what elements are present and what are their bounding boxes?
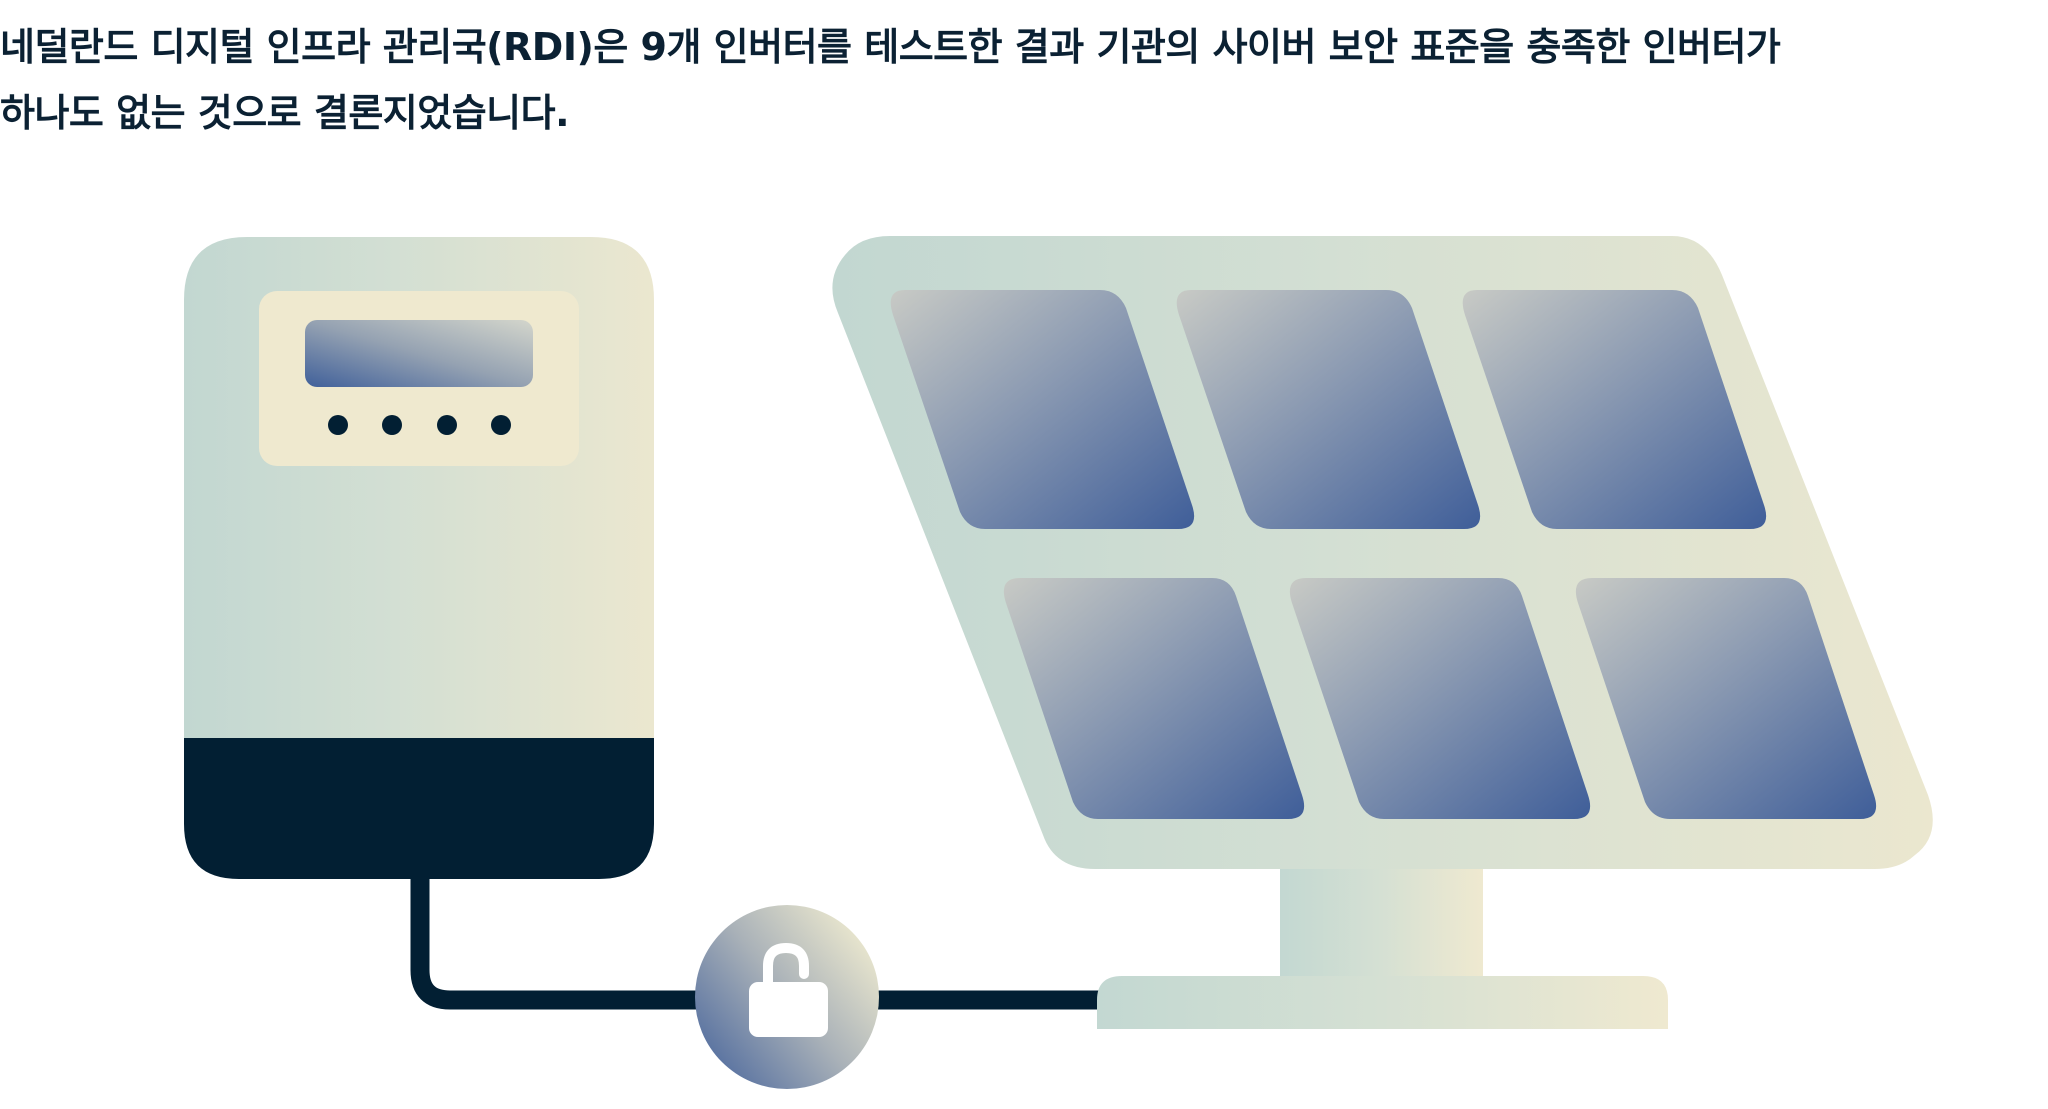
indicator-dot-icon: [328, 415, 348, 435]
unlocked-padlock-icon: [749, 942, 828, 1037]
inverter-base-band: [184, 738, 654, 879]
solar-panel-stand: [1280, 860, 1483, 980]
solar-panel: [832, 236, 1933, 1029]
solar-cell: [1176, 290, 1481, 529]
cable: [410, 879, 1110, 1010]
headline-line-2: 하나도 없는 것으로 결론지었습니다.: [0, 91, 570, 135]
indicator-dot-icon: [382, 415, 402, 435]
inverter-display-screen: [305, 320, 533, 387]
headline: 네덜란드 디지털 인프라 관리국(RDI)은 9개 인버터를 테스트한 결과 기…: [0, 14, 2000, 146]
solar-cell: [1575, 578, 1877, 819]
unlocked-padlock-badge: [695, 905, 879, 1089]
solar-cell: [890, 290, 1195, 529]
indicator-dot-icon: [491, 415, 511, 435]
solar-panel-base: [1097, 976, 1668, 1029]
solar-cell-row-1: [890, 290, 1767, 529]
solar-cell-row-2: [1003, 578, 1877, 819]
inverter: [184, 237, 654, 879]
indicator-dot-icon: [437, 415, 457, 435]
solar-cell: [1462, 290, 1767, 529]
solar-cell: [1003, 578, 1305, 819]
headline-line-1: 네덜란드 디지털 인프라 관리국(RDI)은 9개 인버터를 테스트한 결과 기…: [0, 25, 1781, 69]
solar-cell: [1289, 578, 1591, 819]
